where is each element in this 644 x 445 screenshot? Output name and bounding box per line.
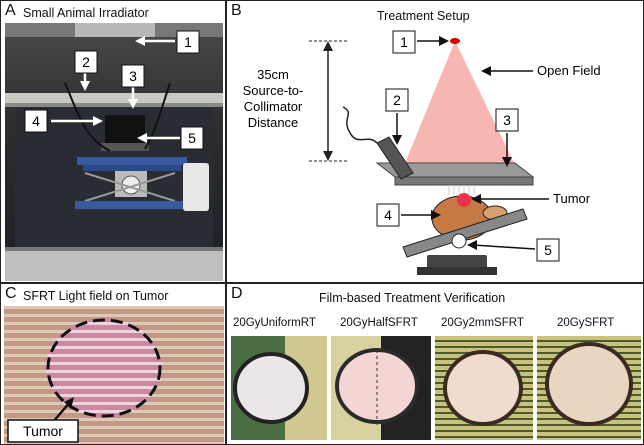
distance-line-2: Collimator [244,99,303,114]
sample-label-4: 20GySFRT [557,317,615,329]
distance-value: 35cm [257,67,289,82]
panel-b: B Treatment Setup 35cm Source-to- Collim… [226,0,644,283]
svg-text:1: 1 [184,34,192,50]
panel-d-title: Film-based Treatment Verification [319,291,506,305]
distance-line-1: Source-to- [243,83,304,98]
film-sample-1 [231,336,327,440]
callout-a-5: 5 [180,126,204,150]
svg-text:5: 5 [544,242,552,258]
panel-a-letter: A [5,2,16,19]
sample-label-1: 20GyUniformRT [233,317,316,329]
callout-b-5: 5 [536,238,560,262]
panel-d-letter: D [231,285,243,302]
svg-text:3: 3 [503,112,511,128]
light-field-photo: Tumor [4,306,224,444]
callout-a-3: 3 [121,64,145,88]
x-ray-source [450,38,460,44]
svg-text:2: 2 [82,54,90,70]
callout-b-3: 3 [495,108,519,132]
panel-a: A Small Animal Irradiator [0,0,226,283]
sample-label-3: 20Gy2mmSFRT [441,317,524,329]
callout-b-1: 1 [392,30,416,54]
panel-b-title: Treatment Setup [377,9,470,23]
callout-a-1: 1 [176,30,200,54]
sample-label-2: 20GyHalfSFRT [340,317,418,329]
svg-text:5: 5 [188,130,196,146]
tumor-label-c-box: Tumor [7,419,79,443]
film-samples [231,336,641,440]
treatment-setup-diagram: 35cm Source-to- Collimator Distance [243,30,601,275]
tumor-label-c: Tumor [23,423,63,439]
svg-text:2: 2 [393,92,401,108]
beam-cone [401,41,519,173]
open-field-label: Open Field [537,63,601,78]
distance-line-3: Distance [248,115,299,130]
callout-a-2: 2 [74,50,98,74]
panel-a-title: Small Animal Irradiator [23,6,149,20]
film-sample-2 [331,336,431,440]
callout-b-2: 2 [385,88,409,112]
tumor-label-b: Tumor [553,191,591,206]
callout-b-4: 4 [376,203,400,227]
panel-c: C SFRT Light field on Tumor Tumor [0,283,226,445]
film-sample-4 [537,336,641,440]
callout-a-4: 4 [24,109,48,133]
panel-d: D Film-based Treatment Verification 20Gy… [226,283,644,445]
svg-text:1: 1 [400,34,408,50]
svg-text:3: 3 [129,68,137,84]
svg-text:4: 4 [32,113,40,129]
film-sample-3 [435,336,533,440]
irradiator-photo: 1 2 3 4 5 [5,23,223,281]
panel-c-title: SFRT Light field on Tumor [23,289,169,303]
svg-text:4: 4 [384,207,392,223]
panel-c-letter: C [5,285,17,302]
panel-b-letter: B [231,2,242,19]
